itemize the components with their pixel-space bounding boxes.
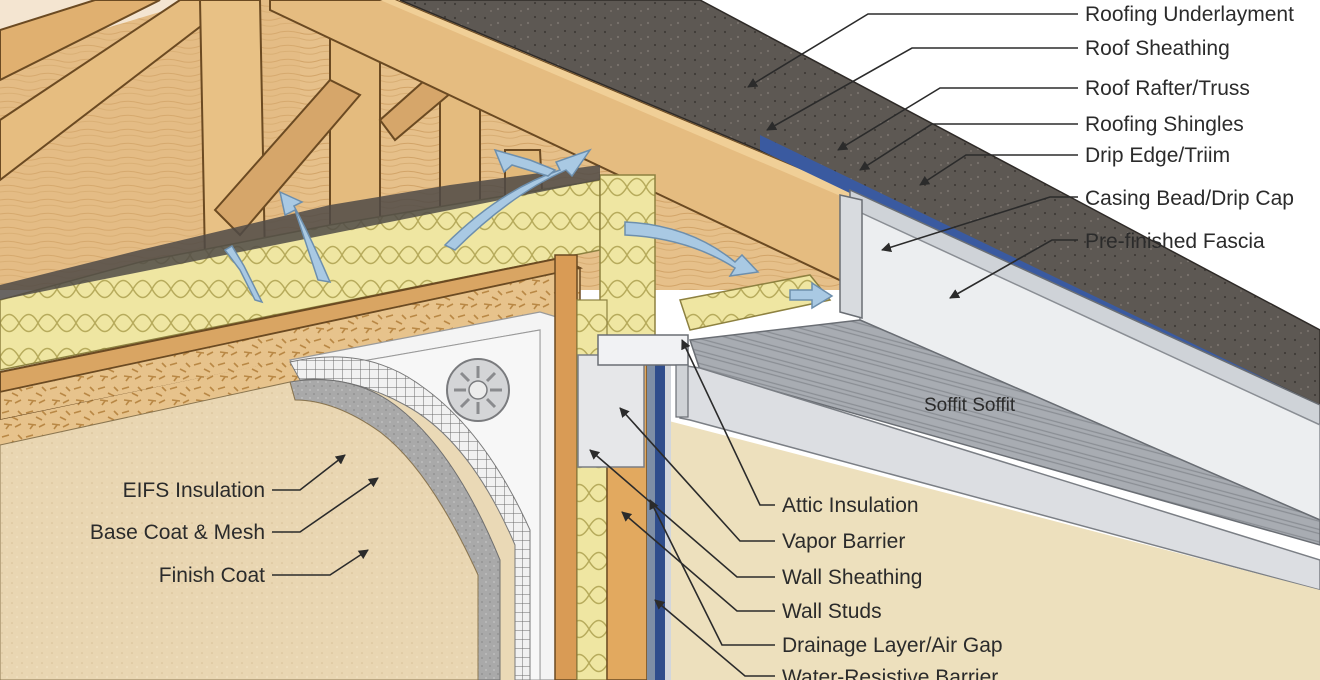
wall-section — [554, 254, 689, 680]
prefinished-fascia — [839, 194, 1320, 521]
attic-insulation — [0, 165, 832, 371]
label-vapor-barrier: Vapor Barrier — [782, 530, 905, 553]
label-eifs-insulation: EIFS Insulation — [123, 479, 265, 502]
soffit-panel — [679, 319, 1320, 591]
label-finish-coat: Finish Coat — [159, 564, 265, 587]
attic-ventilation-arrows — [223, 148, 834, 310]
insulation-fastener-washer — [446, 358, 510, 422]
callout-labels: Roofing Underlayment Roof Sheathing Roof… — [90, 3, 1294, 680]
label-roof-sheathing: Roof Sheathing — [1085, 37, 1230, 60]
label-roofing-shingles: Roofing Shingles — [1085, 113, 1244, 136]
exterior-wall-face — [665, 420, 1320, 680]
label-roofing-underlayment: Roofing Underlayment — [1085, 3, 1294, 26]
label-prefinished-fascia: Pre-finished Fascia — [1085, 230, 1265, 253]
label-wall-sheathing: Wall Sheathing — [782, 566, 922, 589]
label-water-resistive-barrier: Water-Resistive Barrier — [782, 666, 998, 680]
label-base-coat-mesh: Base Coat & Mesh — [90, 521, 265, 544]
callout-leaders — [272, 13, 1078, 677]
label-drip-edge-trim: Drip Edge/Triim — [1085, 144, 1230, 167]
label-wall-studs: Wall Studs — [782, 600, 882, 623]
label-drainage-layer: Drainage Layer/Air Gap — [782, 634, 1003, 657]
label-attic-insulation: Attic Insulation — [782, 494, 919, 517]
label-soffit: Soffit Soffit — [924, 395, 1016, 416]
label-roof-rafter-truss: Roof Rafter/Truss — [1085, 77, 1250, 100]
label-casing-bead-drip-cap: Casing Bead/Drip Cap — [1085, 187, 1294, 210]
